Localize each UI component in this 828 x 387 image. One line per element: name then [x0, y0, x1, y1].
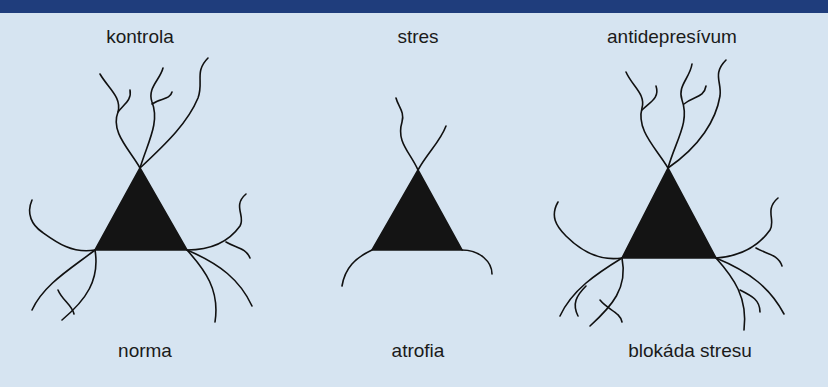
dendrites-antidepressant	[554, 60, 784, 330]
condition-label: kontrola	[106, 26, 174, 49]
outcome-label: atrofia	[392, 340, 445, 363]
condition-label: stres	[397, 26, 438, 49]
header-bar	[0, 0, 828, 13]
neuron-body	[622, 168, 716, 258]
condition-label: antidepresívum	[607, 26, 737, 49]
neuron-body	[372, 170, 462, 250]
dendrites-control	[30, 58, 252, 322]
neuron-body	[95, 168, 187, 250]
outcome-label: norma	[118, 340, 172, 363]
outcome-label: blokáda stresu	[628, 340, 752, 363]
dendrites-stress	[342, 98, 492, 286]
